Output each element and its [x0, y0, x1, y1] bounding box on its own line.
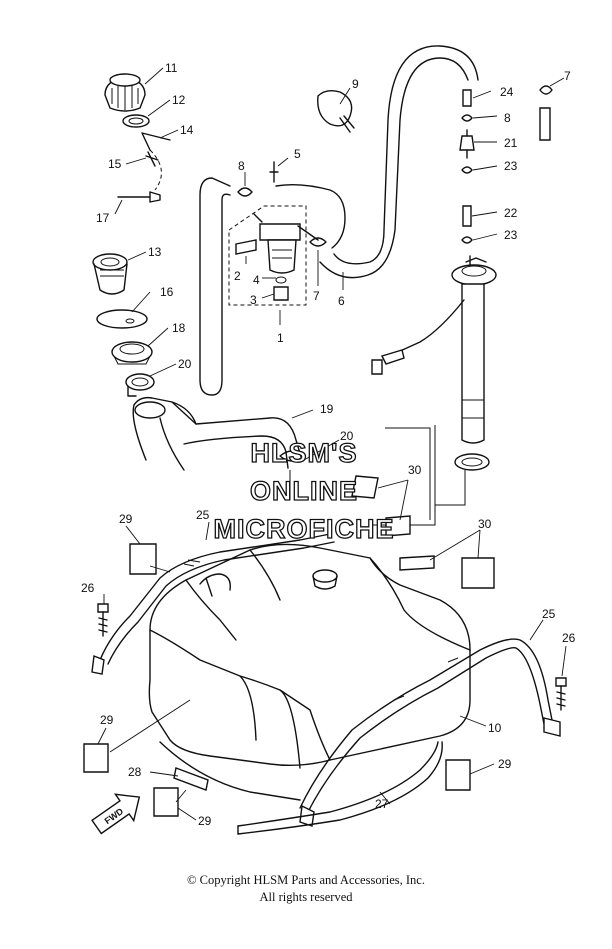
mat-27 [237, 741, 443, 835]
callout-22: 22 [504, 206, 518, 220]
callout-9: 9 [352, 77, 359, 91]
clip-23-lower [461, 236, 473, 244]
fuel-level-sender [371, 255, 497, 444]
fuel-tank-exploded-diagram: FWD [81, 45, 576, 835]
callout-labels: 11 12 14 15 17 13 16 18 20 19 1 2 3 4 5 … [81, 61, 576, 828]
callout-23-upper: 23 [504, 159, 518, 173]
strap-25-left [91, 533, 335, 675]
callout-25-left: 25 [196, 508, 210, 522]
callout-7-left: 7 [313, 289, 320, 303]
callout-30-left: 30 [408, 463, 422, 477]
pad-29-a [129, 543, 157, 575]
callout-29-a: 29 [119, 512, 133, 526]
callout-26-left: 26 [81, 581, 95, 595]
hose-24 [462, 89, 472, 107]
callout-20-middle: 20 [340, 429, 354, 443]
copyright-footer: © Copyright HLSM Parts and Accessories, … [0, 872, 612, 906]
callout-17: 17 [96, 211, 110, 225]
callout-2: 2 [234, 269, 241, 283]
callout-26-right: 26 [562, 631, 576, 645]
hose-clamp-20-upper [125, 373, 155, 397]
filler-neck-13 [92, 253, 128, 295]
pad-29-b [83, 743, 109, 773]
callout-19: 19 [320, 402, 334, 416]
callout-4: 4 [253, 273, 260, 287]
callout-29-b: 29 [100, 713, 114, 727]
strap-14 [141, 132, 171, 191]
nut-18 [111, 341, 153, 365]
callout-14: 14 [180, 123, 194, 137]
gasket-16 [96, 309, 148, 329]
o-ring-4 [275, 276, 287, 284]
callout-8-left: 8 [238, 159, 245, 173]
valve-21 [459, 129, 475, 159]
joint-3 [273, 286, 289, 301]
strap-25-right [299, 638, 561, 827]
gasket-12 [122, 114, 150, 128]
callout-20-left: 20 [178, 357, 192, 371]
fuel-cap-11 [104, 73, 146, 112]
clip-15 [145, 151, 159, 167]
callout-12: 12 [172, 93, 186, 107]
callout-11: 11 [165, 61, 178, 75]
callout-23-lower: 23 [504, 228, 518, 242]
callout-3: 3 [250, 293, 257, 307]
callout-29-d: 29 [498, 757, 512, 771]
leader-lines [97, 67, 567, 821]
clip-7-left [309, 237, 327, 247]
pad-30-b [399, 555, 495, 589]
pad-29-d [445, 759, 471, 791]
callout-29-c: 29 [198, 814, 212, 828]
fwd-arrow-icon: FWD [91, 793, 141, 835]
callout-18: 18 [172, 321, 186, 335]
clip-8-left [237, 187, 253, 197]
watermark: HLSM'S ONLINE MICROFICHE [213, 437, 395, 544]
callout-27: 27 [375, 797, 389, 811]
callout-28: 28 [128, 765, 142, 779]
joint-7-right [539, 85, 553, 141]
fuel-filter-assembly-1 [228, 205, 319, 306]
callout-7-right: 7 [564, 69, 571, 83]
callout-8-right: 8 [504, 111, 511, 125]
watermark-line-3: MICROFICHE [214, 514, 395, 544]
callout-21: 21 [504, 136, 518, 150]
callout-6: 6 [338, 294, 345, 308]
watermark-line-1: HLSM'S [251, 438, 358, 468]
callout-1: 1 [277, 331, 284, 345]
callout-15: 15 [108, 157, 122, 171]
bolt-26-left [97, 603, 109, 637]
pad-28 [173, 767, 209, 791]
callout-16: 16 [160, 285, 174, 299]
clip-23-upper [461, 166, 473, 174]
hose-22 [462, 205, 472, 227]
bolt-26-right [555, 677, 567, 711]
clip-8-right [461, 114, 473, 122]
callout-13: 13 [148, 245, 162, 259]
bracket-2 [235, 239, 257, 255]
filler-hose-19 [132, 396, 305, 471]
pad-29-c [153, 787, 179, 817]
band-9 [317, 89, 355, 133]
callout-10: 10 [488, 721, 502, 735]
callout-5: 5 [294, 147, 301, 161]
screw-17 [117, 191, 161, 203]
callout-30-right: 30 [478, 517, 492, 531]
callout-25-right: 25 [542, 607, 556, 621]
pad-30-a [351, 475, 411, 537]
watermark-line-2: ONLINE [250, 476, 358, 506]
copyright-line: © Copyright HLSM Parts and Accessories, … [187, 873, 425, 887]
callout-24: 24 [500, 85, 514, 99]
nipple-5 [269, 161, 279, 183]
hose-clamp-20-right [454, 453, 490, 471]
fuel-tank-10 [148, 543, 471, 801]
rights-line: All rights reserved [259, 890, 353, 904]
vent-hose [199, 45, 479, 396]
